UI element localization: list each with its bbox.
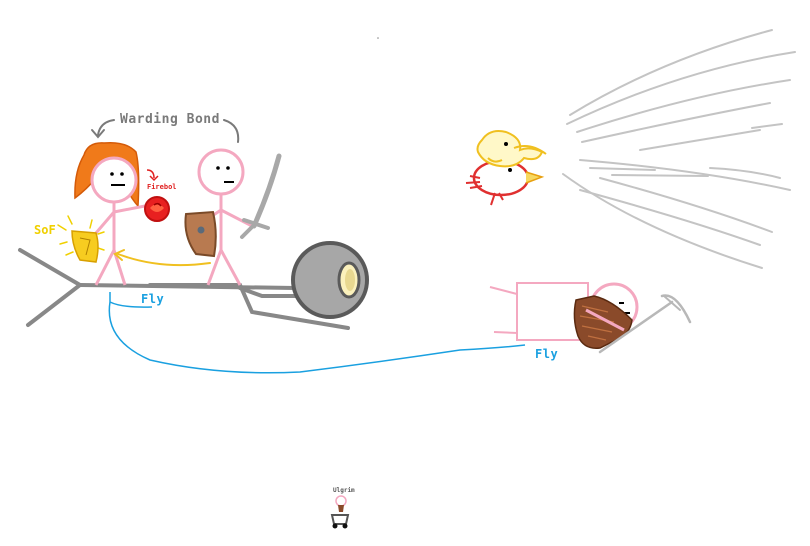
- fireball-label: Firebol: [147, 183, 177, 191]
- cart-icon: [330, 514, 350, 529]
- flying-broom: [18, 248, 350, 330]
- warding-bond-label: Warding Bond: [120, 112, 220, 127]
- mini-character: [335, 495, 347, 512]
- sword-icon: [240, 153, 282, 239]
- fireball-icon: [144, 169, 170, 222]
- cannon-ball-icon: [291, 241, 369, 319]
- sof-label: SoF: [34, 223, 56, 237]
- wizard-character: [74, 141, 151, 286]
- mini-character-label: Ulgrim: [333, 487, 355, 494]
- pickaxe-icon: [598, 294, 692, 354]
- dwarf-character: [489, 282, 639, 349]
- sof-transfer-arrow: [113, 249, 211, 267]
- glowing-shield-icon: [57, 215, 105, 263]
- fly-label-left: Fly: [141, 292, 165, 306]
- fly-trajectory: [108, 292, 526, 374]
- round-shield-icon: [184, 210, 217, 258]
- warding-bond-arrows: [91, 119, 240, 143]
- bird-icon: [465, 130, 547, 206]
- canvas-speck: [377, 37, 379, 39]
- wind-gust-icon: [562, 29, 796, 269]
- fly-label-right: Fly: [535, 347, 559, 361]
